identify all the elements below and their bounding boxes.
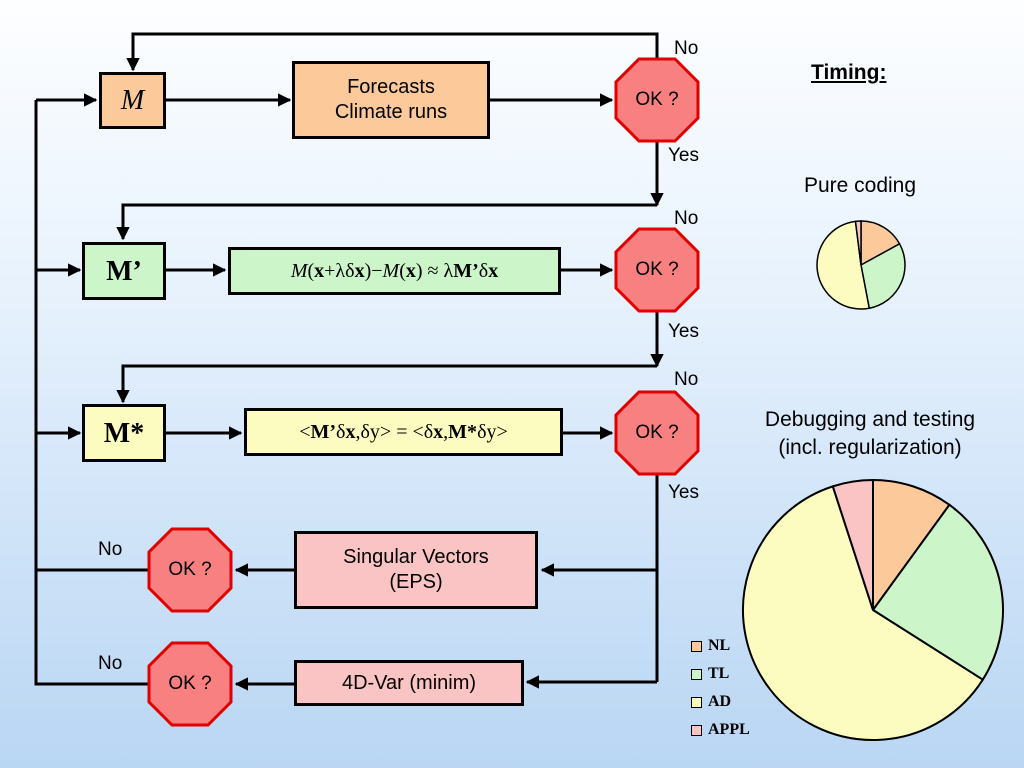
sv-line1: Singular Vectors — [343, 546, 489, 568]
ok-label: OK ? — [168, 559, 212, 580]
legend-label-appl: APPL — [708, 721, 750, 738]
pie-slice-nl — [860, 220, 901, 267]
stop-sign-icon — [147, 527, 233, 613]
pie-slice-nl — [872, 478, 951, 614]
legend-swatch-ad — [691, 696, 702, 708]
pie-slice-ad — [816, 220, 871, 310]
legend-swatch-appl — [691, 724, 702, 736]
legend-item-nl: NL — [691, 637, 730, 655]
forecasts-line1: Forecasts — [347, 76, 435, 98]
loop-no-3 — [116, 364, 657, 404]
decision-ok-sv: OK ? — [147, 527, 233, 613]
stop-sign-icon — [614, 227, 700, 313]
model-tl-label: M’ — [106, 255, 142, 287]
pure-coding-title: Pure coding — [803, 174, 917, 197]
pie-slice-appl — [854, 220, 862, 266]
box-model-tl: M’ — [82, 242, 166, 300]
loop-no-1 — [126, 32, 659, 72]
stop-sign-icon — [147, 641, 233, 727]
stop-sign-icon — [614, 57, 700, 143]
return-bus — [34, 100, 148, 686]
legend-label-tl: TL — [708, 665, 730, 682]
yes-label-1: Yes — [668, 145, 699, 166]
pie-chart-debugging — [742, 478, 1004, 741]
ok-label: OK ? — [635, 422, 679, 443]
legend-item-tl: TL — [691, 665, 729, 683]
legend-label-ad: AD — [708, 693, 732, 710]
box-tl-test: M(x+λδx)−M(x) ≈ λM’δx — [228, 247, 561, 295]
box-model-ad: M* — [82, 404, 166, 462]
fourdvar-label: 4D-Var (minim) — [341, 671, 477, 694]
loop-no-2 — [116, 203, 657, 241]
pie-slice-tl — [871, 503, 1004, 682]
ok-label: OK ? — [635, 259, 679, 280]
tl-test-formula: M(x+λδx)−M(x) ≈ λM’δx — [290, 259, 499, 282]
yes-label-2: Yes — [668, 321, 699, 342]
ad-test-formula: <M’δx,δy> = <δx,M*δy> — [299, 420, 508, 443]
pie-slice-tl — [860, 242, 906, 310]
model-nl-label: M — [120, 85, 145, 116]
decision-ok-1: OK ? — [614, 57, 700, 143]
no-label-3: No — [674, 369, 699, 390]
forecasts-line2: Climate runs — [334, 101, 448, 123]
debugging-title-line1: Debugging and testing — [764, 408, 976, 431]
decision-ok-2: OK ? — [614, 227, 700, 313]
box-forecasts: Forecasts Climate runs — [292, 61, 490, 139]
no-label-4dvar: No — [98, 653, 123, 674]
no-label-1: No — [674, 38, 699, 59]
pie-slice-appl — [831, 478, 874, 611]
yes-label-3: Yes — [668, 482, 699, 503]
pie-slice-ad — [742, 485, 985, 741]
legend-swatch-tl — [691, 668, 702, 680]
debugging-title: Debugging and testing (incl. regularizat… — [730, 406, 1010, 462]
pie-chart-pure-coding — [816, 220, 906, 310]
decision-ok-3: OK ? — [614, 390, 700, 476]
box-singular-vectors: Singular Vectors (EPS) — [294, 531, 538, 609]
debugging-title-line2: (incl. regularization) — [778, 436, 962, 459]
legend-item-ad: AD — [691, 693, 731, 711]
box-4dvar: 4D-Var (minim) — [294, 660, 524, 706]
legend-item-appl: APPL — [691, 721, 750, 739]
stop-sign-icon — [614, 390, 700, 476]
ok-label: OK ? — [168, 673, 212, 694]
legend-swatch-nl — [691, 640, 702, 652]
ok-label: OK ? — [635, 89, 679, 110]
decision-ok-4dvar: OK ? — [147, 641, 233, 727]
box-model-nl: M — [99, 72, 166, 129]
timing-heading: Timing: — [811, 61, 887, 84]
no-label-2: No — [674, 208, 699, 229]
box-ad-test: <M’δx,δy> = <δx,M*δy> — [244, 408, 563, 456]
sv-line2: (EPS) — [389, 571, 443, 593]
legend-label-nl: NL — [708, 637, 731, 654]
model-ad-label: M* — [103, 417, 145, 449]
no-label-sv: No — [98, 539, 123, 560]
